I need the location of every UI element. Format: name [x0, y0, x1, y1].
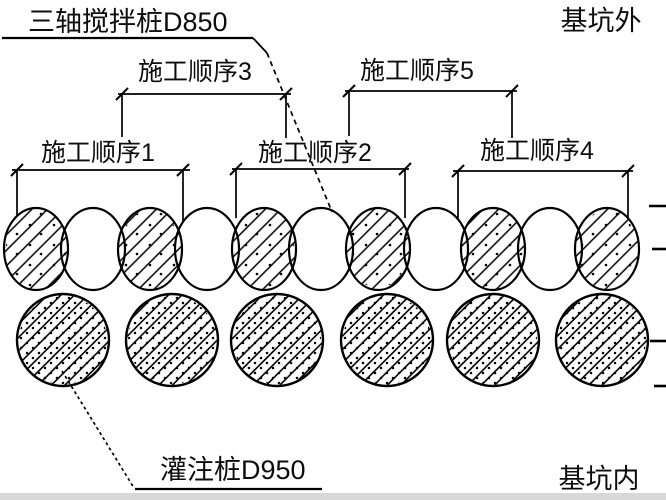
edge-break-marks — [649, 204, 666, 388]
dimension-seq4 — [451, 164, 635, 220]
cast-pile-circle — [15, 292, 111, 388]
mixing-pile-label: 三轴搅拌桩D850 — [28, 7, 228, 37]
sequence2-label: 施工顺序2 — [258, 139, 372, 167]
cast-pile-circle — [339, 292, 435, 388]
sequence4-label: 施工顺序4 — [480, 137, 594, 165]
outside-pit-label: 基坑外 — [561, 6, 642, 36]
mixing-pile-leader — [2, 36, 333, 213]
mixing-pile-row — [2, 206, 641, 292]
cast-pile-label: 灌注桩D950 — [160, 455, 306, 485]
bottom-strip — [0, 493, 666, 500]
cast-pile-leader — [61, 370, 322, 491]
cast-pile-circle — [124, 292, 220, 388]
mixing-pile-circle-hatched — [344, 206, 412, 292]
sequence5-label: 施工顺序5 — [360, 57, 474, 85]
cast-pile-circle — [554, 292, 650, 388]
dimension-seq3 — [115, 87, 293, 138]
mixing-pile-circle-hatched — [573, 206, 641, 292]
sequence3-label: 施工顺序3 — [138, 58, 252, 86]
mixing-pile-circle-hatched — [230, 206, 298, 292]
mixing-pile-circle-hatched — [459, 206, 527, 292]
dimension-seq5 — [342, 84, 519, 138]
mixing-pile-circle-hatched — [2, 206, 70, 292]
sequence1-label: 施工顺序1 — [41, 139, 155, 167]
cast-pile-row — [15, 292, 650, 388]
dimension-seq2 — [229, 162, 412, 218]
cast-pile-circle — [445, 292, 541, 388]
cast-pile-circle — [229, 292, 325, 388]
inside-pit-label: 基坑内 — [559, 464, 640, 494]
dimension-seq1 — [10, 163, 190, 222]
mixing-pile-circle-hatched — [116, 206, 184, 292]
